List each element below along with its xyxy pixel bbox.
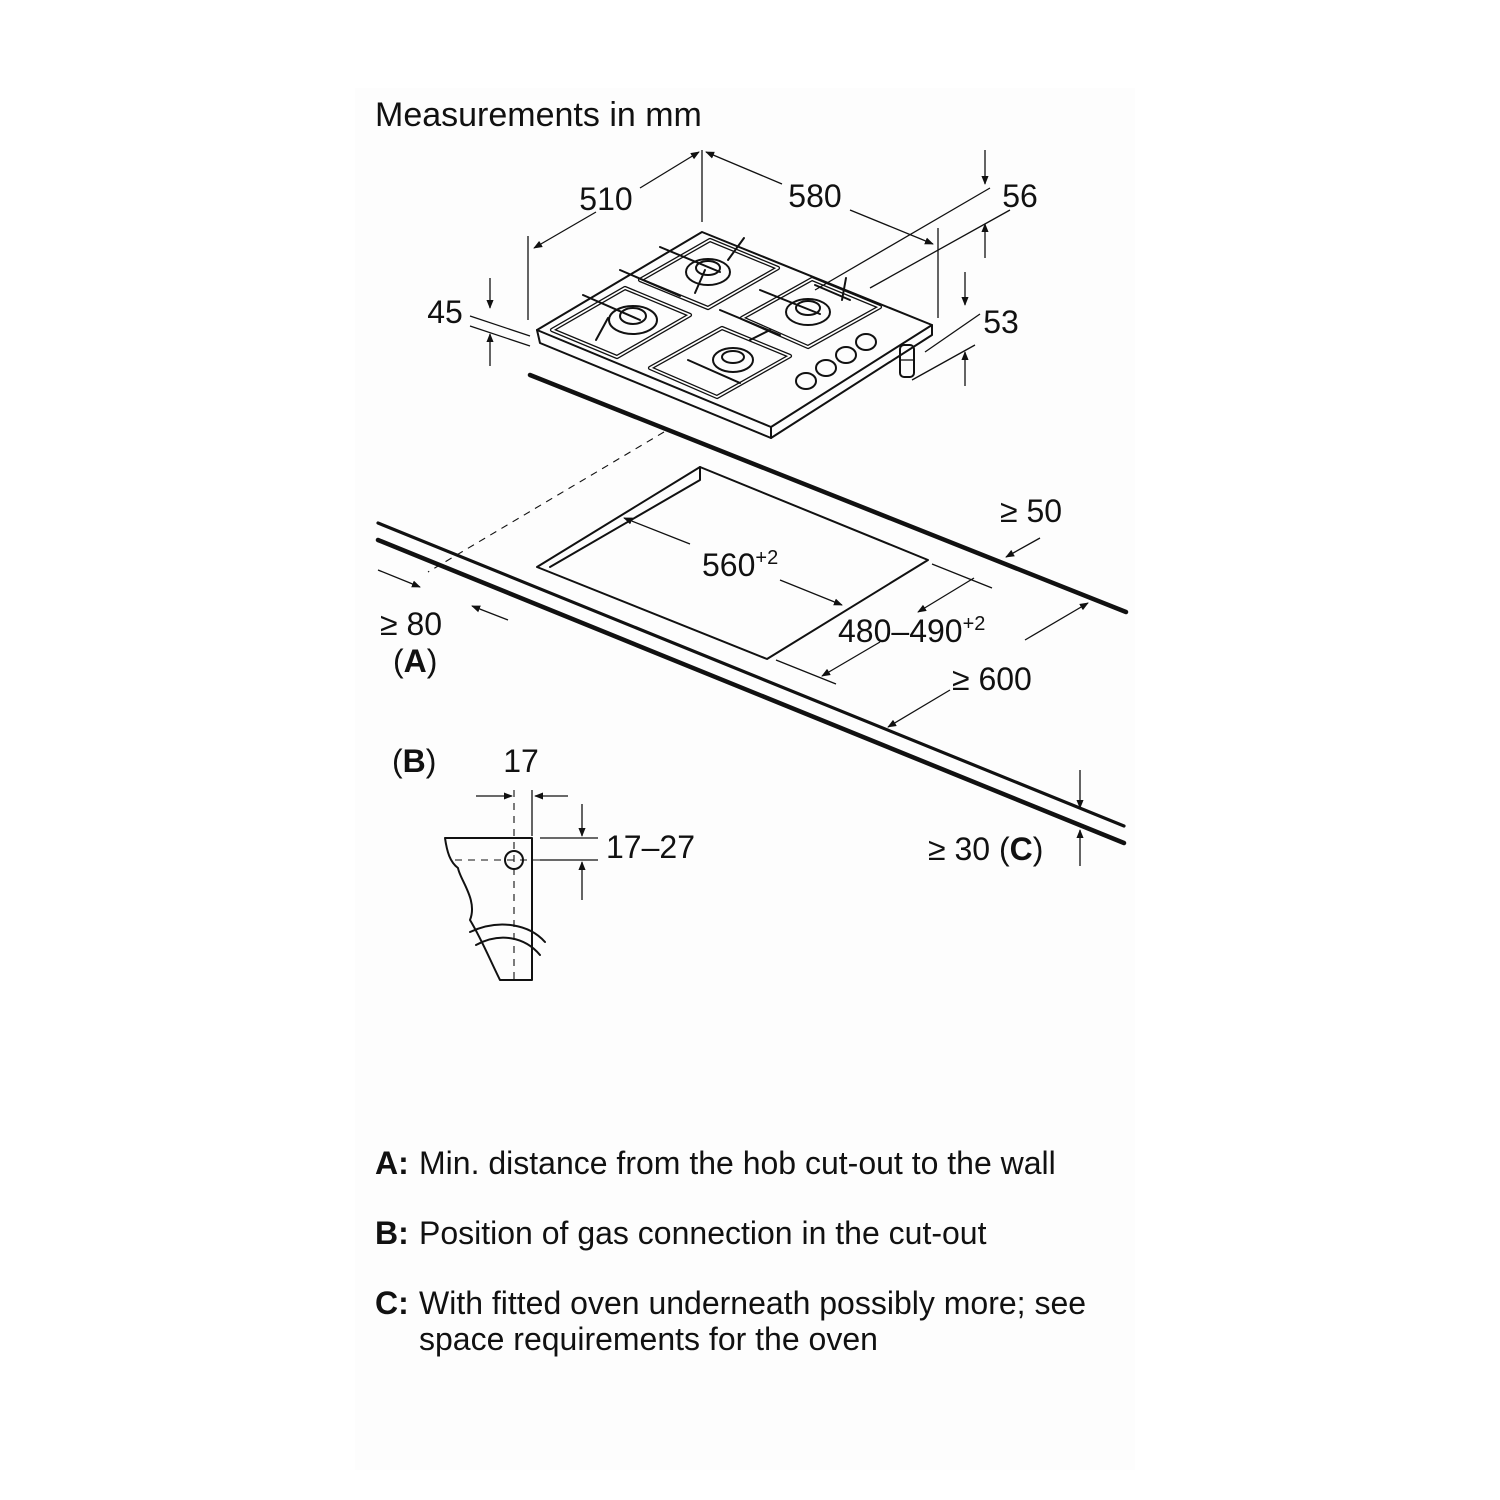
dim-side-height: 45 (427, 294, 463, 330)
burners (608, 258, 831, 373)
dim-foot-height: 53 (983, 304, 1019, 340)
dim-gas-height: 17–27 (606, 829, 695, 865)
control-knobs (795, 333, 877, 390)
pan-support-grates (549, 237, 883, 400)
dim-worktop-depth: ≥ 600 (952, 661, 1032, 697)
label-b: (B) (392, 743, 436, 779)
worktop-front-top (376, 521, 1126, 828)
worktop (375, 372, 1129, 846)
label-a: (A) (393, 643, 437, 679)
note-c: C: With fitted oven underneath possibly … (375, 1285, 1115, 1357)
burner-rear-right (785, 298, 831, 326)
cutout-dimension-lines (377, 517, 1089, 866)
page-title: Measurements in mm (375, 96, 702, 134)
dim-wall-distance: ≥ 80 (380, 606, 442, 642)
knob-2 (815, 359, 837, 377)
worktop-rear-edge (527, 372, 1129, 615)
dim-gas-offset: 17 (503, 743, 539, 779)
burner-rear-left (685, 258, 731, 286)
note-key: A: (375, 1145, 409, 1181)
cutout-inner (549, 466, 701, 568)
hob (536, 231, 933, 439)
note-text: Position of gas connection in the cut-ou… (419, 1215, 987, 1251)
dim-worktop-thickness: ≥ 30 (C) (928, 831, 1043, 867)
gas-connection-point (504, 850, 524, 870)
dim-width: 580 (788, 178, 841, 214)
gas-connection-detail (444, 790, 598, 981)
hob-foot (899, 344, 915, 378)
note-key: C: (375, 1285, 409, 1321)
note-text: Min. distance from the hob cut-out to th… (419, 1145, 1056, 1181)
cutout-outer (536, 466, 929, 660)
dim-depth: 510 (579, 181, 632, 217)
hob-top-surface (536, 231, 933, 428)
worktop-section-profile (444, 837, 533, 981)
hob-projection-line (427, 431, 665, 573)
burner-front-right (712, 347, 754, 373)
worktop-front-bottom (375, 537, 1127, 846)
dim-cutout-depth: 480–490+2 (838, 613, 985, 649)
knob-1 (795, 372, 817, 390)
note-a: A: Min. distance from the hob cut-out to… (375, 1145, 1115, 1181)
hob-dimension-lines (469, 150, 1011, 386)
note-key: B: (375, 1215, 409, 1251)
knob-4 (855, 333, 877, 351)
burner-front-left (608, 305, 658, 335)
cutout (536, 466, 929, 660)
dim-top-height: 56 (1002, 178, 1038, 214)
dim-cutout-width: 560+2 (702, 547, 778, 583)
note-text: With fitted oven underneath possibly mor… (419, 1285, 1087, 1357)
notes-list: A: Min. distance from the hob cut-out to… (375, 1145, 1115, 1391)
note-b: B: Position of gas connection in the cut… (375, 1215, 1115, 1251)
knob-3 (835, 346, 857, 364)
dim-rear-clearance: ≥ 50 (1000, 493, 1062, 529)
